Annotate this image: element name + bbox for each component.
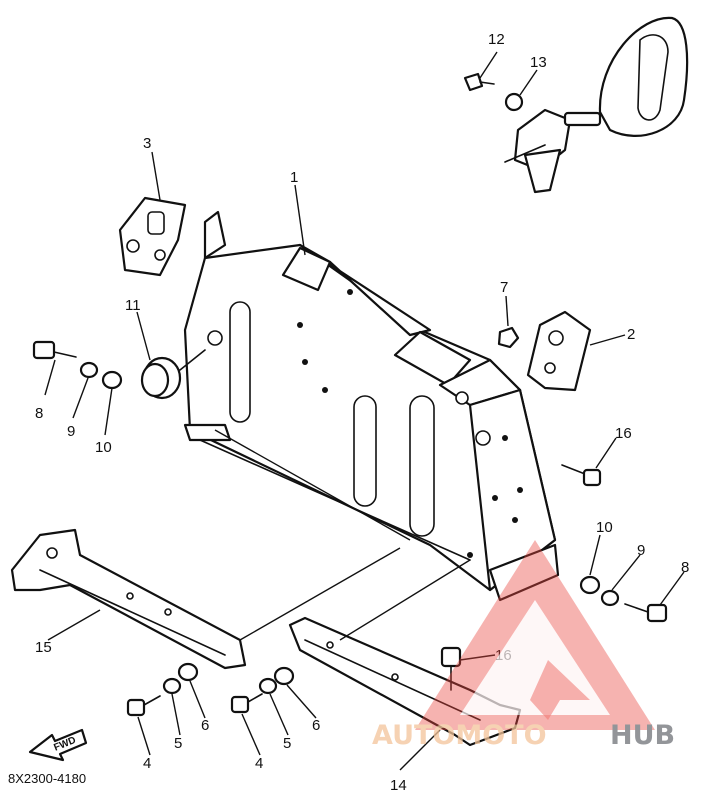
bolt-16-lower bbox=[440, 646, 462, 691]
mount-part-2 bbox=[526, 310, 592, 392]
bolt-set-lower-b bbox=[230, 666, 295, 714]
callout-4: 4 bbox=[255, 755, 263, 772]
callout-6: 6 bbox=[312, 717, 320, 734]
callout-14: 14 bbox=[390, 777, 407, 794]
nut-part-7 bbox=[497, 326, 520, 349]
mount-part-3 bbox=[118, 196, 187, 277]
callout-12: 12 bbox=[488, 31, 505, 48]
watermark-text-part-b: HUB bbox=[610, 720, 675, 751]
callout-10: 10 bbox=[596, 519, 613, 536]
callout-4: 4 bbox=[143, 755, 151, 772]
callout-6: 6 bbox=[201, 717, 209, 734]
callout-5: 5 bbox=[174, 735, 182, 752]
main-bracket-part-1 bbox=[183, 210, 560, 602]
tiller-handle-assembly bbox=[463, 16, 689, 194]
watermark-text-part-a: AUTOMOTO bbox=[372, 720, 547, 751]
callout-5: 5 bbox=[283, 735, 291, 752]
bolt-set-right bbox=[579, 575, 668, 623]
callout-7: 7 bbox=[500, 279, 508, 296]
callout-8: 8 bbox=[681, 559, 689, 576]
bolt-set-lower-a bbox=[126, 662, 199, 717]
bolt-16-upper bbox=[561, 464, 602, 487]
bolt-set-left bbox=[32, 340, 123, 390]
rail-part-15 bbox=[10, 528, 247, 670]
callout-2: 2 bbox=[627, 326, 635, 343]
callout-9: 9 bbox=[637, 542, 645, 559]
watermark-logo: AUTOMOTO HUB bbox=[372, 540, 675, 751]
callout-16: 16 bbox=[615, 425, 632, 442]
callout-3: 3 bbox=[143, 135, 151, 152]
callout-1: 1 bbox=[290, 169, 298, 186]
forward-arrow: FWD bbox=[28, 728, 88, 762]
callout-15: 15 bbox=[35, 639, 52, 656]
callout-11: 11 bbox=[125, 297, 141, 314]
callout-10: 10 bbox=[95, 439, 112, 456]
callout-13: 13 bbox=[530, 54, 547, 71]
callout-labels: 1 2 3 4 4 5 5 6 6 7 8 8 9 9 10 10 11 12 … bbox=[35, 31, 689, 794]
leader-lines bbox=[44, 51, 685, 771]
callout-9: 9 bbox=[67, 423, 75, 440]
damper-part-11 bbox=[140, 349, 206, 400]
drawing-code: 8X2300-4180 bbox=[8, 771, 86, 786]
callout-8: 8 bbox=[35, 405, 43, 422]
